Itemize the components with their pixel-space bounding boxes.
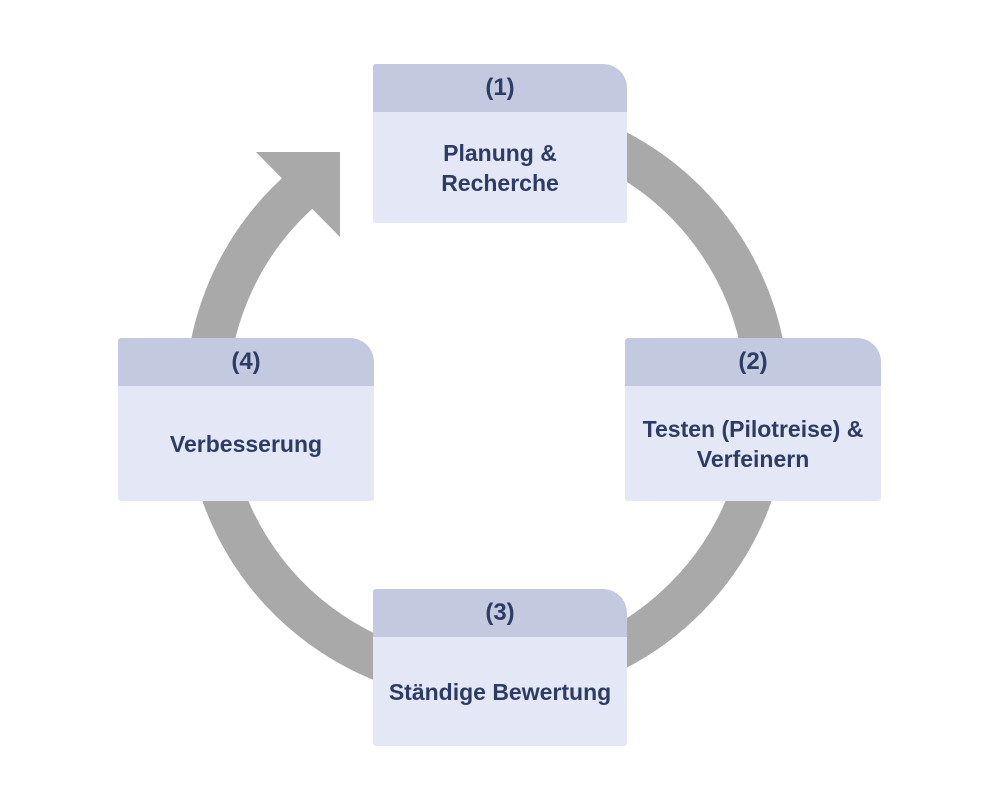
step-number: (1) [373,64,627,112]
step-card-improvement: (4) Verbesserung [118,338,374,501]
step-label: Verbesserung [118,386,374,501]
arrowhead-icon [256,152,340,237]
step-label: Planung & Recherche [373,112,627,223]
step-card-testing: (2) Testen (Pilotreise) & Verfeinern [625,338,881,501]
step-number: (2) [625,338,881,386]
step-label: Ständige Bewertung [373,637,627,746]
step-card-planning: (1) Planung & Recherche [373,64,627,223]
step-number: (4) [118,338,374,386]
step-label: Testen (Pilotreise) & Verfeinern [625,386,881,501]
step-number: (3) [373,589,627,637]
step-card-evaluation: (3) Ständige Bewertung [373,589,627,746]
